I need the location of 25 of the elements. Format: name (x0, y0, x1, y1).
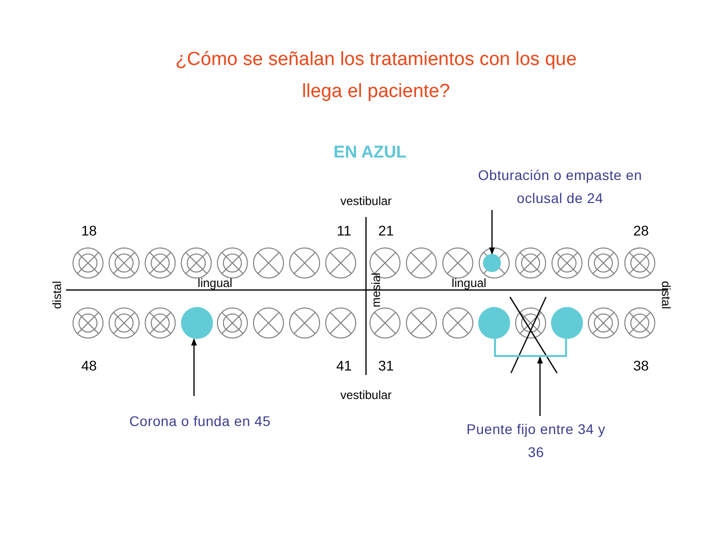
side-label: mesial (368, 272, 384, 308)
side-label: distal (49, 281, 65, 309)
side-label: distal (658, 281, 674, 309)
side-label: lingual (452, 275, 486, 292)
tooth-number: 11 (336, 222, 352, 240)
title: ¿Cómo se señalan los tratamientos con los que llega el paciente? (174, 48, 578, 104)
tooth-number: 48 (81, 356, 97, 376)
side-label: vestibular (340, 193, 392, 210)
tooth-number: 38 (633, 356, 649, 376)
annotation-text: Puente fijo entre 34 y 36 (466, 420, 606, 462)
tooth-number: 31 (378, 356, 394, 376)
tooth-number: 28 (633, 222, 649, 240)
annotation-text: Obturación o empaste en oclusal de 24 (476, 166, 644, 208)
arrow (489, 210, 495, 255)
heading: EN AZUL (333, 141, 407, 164)
arrow (191, 338, 197, 396)
tooth-number: 21 (378, 222, 394, 240)
tooth-number: 18 (81, 222, 97, 240)
annotation-text: Corona o funda en 45 (129, 412, 271, 430)
arrow (537, 356, 543, 416)
bridge-bracket (494, 339, 567, 357)
tooth-number: 41 (336, 356, 352, 376)
side-label: lingual (198, 275, 232, 292)
filled-tooth-marker (181, 307, 213, 339)
side-label: vestibular (340, 387, 392, 404)
